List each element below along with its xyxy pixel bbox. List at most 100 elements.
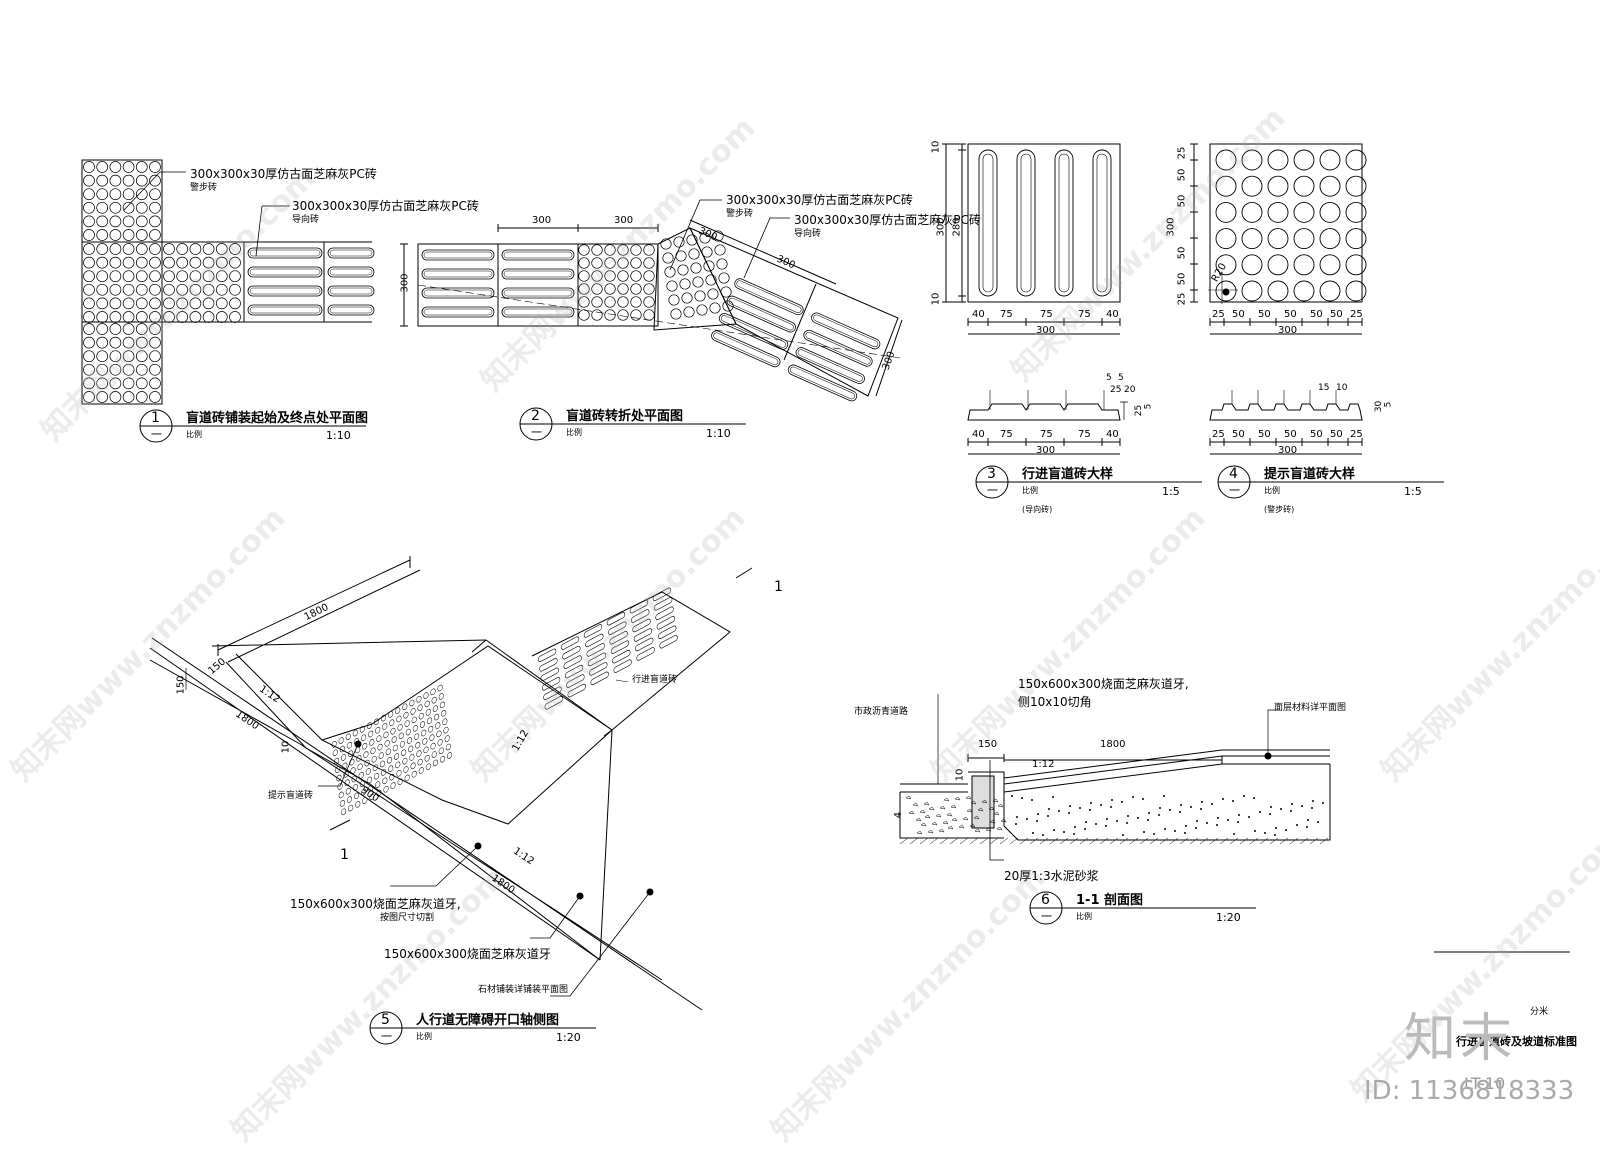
dim-label: 10	[1336, 383, 1348, 393]
dim-label: 300	[1036, 325, 1056, 336]
dim-label: 300	[1278, 325, 1298, 336]
title-number: 1	[151, 410, 160, 426]
drawing-title: 盲道砖铺装起始及终点处平面图	[186, 411, 369, 426]
scale-label: 比例	[1076, 912, 1092, 921]
warning-dot-pattern	[83, 161, 241, 403]
scale-label: 比例	[186, 430, 202, 439]
dim-label: 300	[1278, 445, 1298, 456]
scale-label: 比例	[1022, 486, 1038, 495]
dim-label: 50	[1176, 246, 1188, 260]
dim-label: 75	[1078, 429, 1091, 440]
callout-d1-warning-tile: 300x300x30厚仿古面芝麻灰PC砖	[190, 167, 377, 181]
dim-label: 4	[893, 811, 905, 819]
callout-d2-guide-sub: 导向砖	[794, 229, 822, 239]
dim-label: 50	[1232, 309, 1245, 320]
dim-label: 10	[930, 140, 942, 154]
dim-label: 5	[1106, 373, 1112, 383]
drawing-title: 盲道砖转折处平面图	[566, 409, 684, 424]
dim-label: 10	[930, 292, 942, 306]
dim-label: 300	[614, 215, 634, 226]
dim-label: 50	[1176, 194, 1188, 208]
title-sheet-ref: 一	[1229, 484, 1240, 497]
dim-label: 20	[1124, 385, 1136, 395]
dim-label: 50	[1176, 272, 1188, 286]
title-note: (警步砖)	[1264, 505, 1295, 514]
section-cut-mark: 1	[774, 579, 783, 595]
dim-label: 1800	[1100, 739, 1126, 750]
detail-1-plan	[81, 159, 375, 405]
title-sheet-ref: 一	[381, 1030, 392, 1043]
dim-label: 50	[1330, 429, 1343, 440]
dim-label: 300	[532, 215, 552, 226]
scale-value: 1:10	[706, 427, 731, 440]
title-note: (导向砖)	[1022, 505, 1053, 514]
guide-bar-pattern	[421, 249, 881, 402]
dim-label: 40	[1106, 429, 1119, 440]
dim-label: 300	[1165, 217, 1177, 237]
dim-label: 5	[1118, 373, 1124, 383]
callout-d5-warning: 提示盲道砖	[268, 791, 314, 801]
title-number: 5	[381, 1012, 390, 1028]
dim-label: 1:12	[1032, 759, 1055, 770]
detail-6-section	[899, 694, 1331, 861]
callout-d6-curb: 150x600x300烧面芝麻灰道牙,	[1018, 677, 1189, 691]
dim-label: 50	[1284, 309, 1297, 320]
title-sheet-ref: 一	[151, 428, 162, 441]
dim-label: 75	[1040, 429, 1053, 440]
scale-value: 1:20	[1216, 911, 1241, 924]
brand-logo: 知末	[1404, 1009, 1517, 1069]
titleblock-small: 分米	[1530, 1007, 1549, 1017]
section-cut-mark: 1	[340, 847, 349, 863]
drawing-title: 提示盲道砖大样	[1264, 467, 1356, 482]
scale-value: 1:10	[326, 429, 351, 442]
dim-label: 50	[1310, 309, 1323, 320]
dim-label: 10	[280, 740, 292, 754]
title-sheet-ref: 一	[1041, 910, 1052, 923]
scale-label: 比例	[416, 1032, 432, 1041]
callout-d6-mortar: 20厚1:3水泥砂浆	[1004, 869, 1099, 883]
callout-d1-warning-sub: 警步砖	[190, 183, 218, 193]
scale-value: 1:5	[1404, 485, 1422, 498]
dim-label: 40	[972, 429, 985, 440]
dim-label: 25	[1212, 429, 1225, 440]
warning-dot-pattern	[578, 230, 734, 321]
scale-value: 1:5	[1162, 485, 1180, 498]
callout-d1-guide-tile: 300x300x30厚仿古面芝麻灰PC砖	[292, 199, 479, 213]
callout-d5-curb-cut: 150x600x300烧面芝麻灰道牙,	[290, 897, 461, 911]
dim-label: 50	[1258, 429, 1271, 440]
callout-d6-road: 市政沥青道路	[854, 707, 909, 717]
dim-label: 5	[1383, 401, 1394, 408]
dim-label: 40	[972, 309, 985, 320]
drawing-title: 1-1 剖面图	[1076, 893, 1144, 908]
dim-label: 75	[1078, 309, 1091, 320]
title-number: 3	[987, 466, 996, 482]
dim-label: 75	[1000, 309, 1013, 320]
dim-label: 50	[1258, 309, 1271, 320]
scale-label: 比例	[566, 428, 582, 437]
title-sheet-ref: 一	[987, 484, 998, 497]
dim-label: 40	[1106, 309, 1119, 320]
dim-label: 300	[1036, 445, 1056, 456]
callout-d2-warning-tile: 300x300x30厚仿古面芝麻灰PC砖	[726, 193, 913, 207]
callout-d5-curb-cut-sub: 按图尺寸切割	[380, 913, 435, 923]
titleblock-code: LT-10	[1464, 1074, 1506, 1093]
title-sheet-ref: 一	[531, 426, 542, 439]
dim-label: 50	[1176, 168, 1188, 182]
detail-2-turn-plan	[400, 199, 903, 402]
dim-label: 50	[1232, 429, 1245, 440]
detail-4-warning-tile	[1190, 143, 1367, 455]
titleblock-name: 行进盲道砖及坡道标准图	[1456, 1035, 1577, 1048]
detail-5-axonometric	[149, 556, 753, 1011]
dim-label: 75	[1000, 429, 1013, 440]
callout-d5-curb: 150x600x300烧面芝麻灰道牙	[384, 947, 551, 961]
drawing-title: 人行道无障碍开口轴侧图	[416, 1013, 560, 1028]
dim-label: 5	[1143, 403, 1154, 410]
dim-label: 300	[399, 273, 411, 293]
dim-label: 300	[935, 217, 947, 237]
title-number: 6	[1041, 892, 1050, 908]
dim-label: 15	[1318, 383, 1330, 393]
detail-3-guide-tile	[942, 143, 1128, 455]
title-number: 2	[531, 408, 540, 424]
dim-label: 25	[1110, 385, 1122, 395]
callout-d2-guide-tile: 300x300x30厚仿古面芝麻灰PC砖	[794, 213, 981, 227]
